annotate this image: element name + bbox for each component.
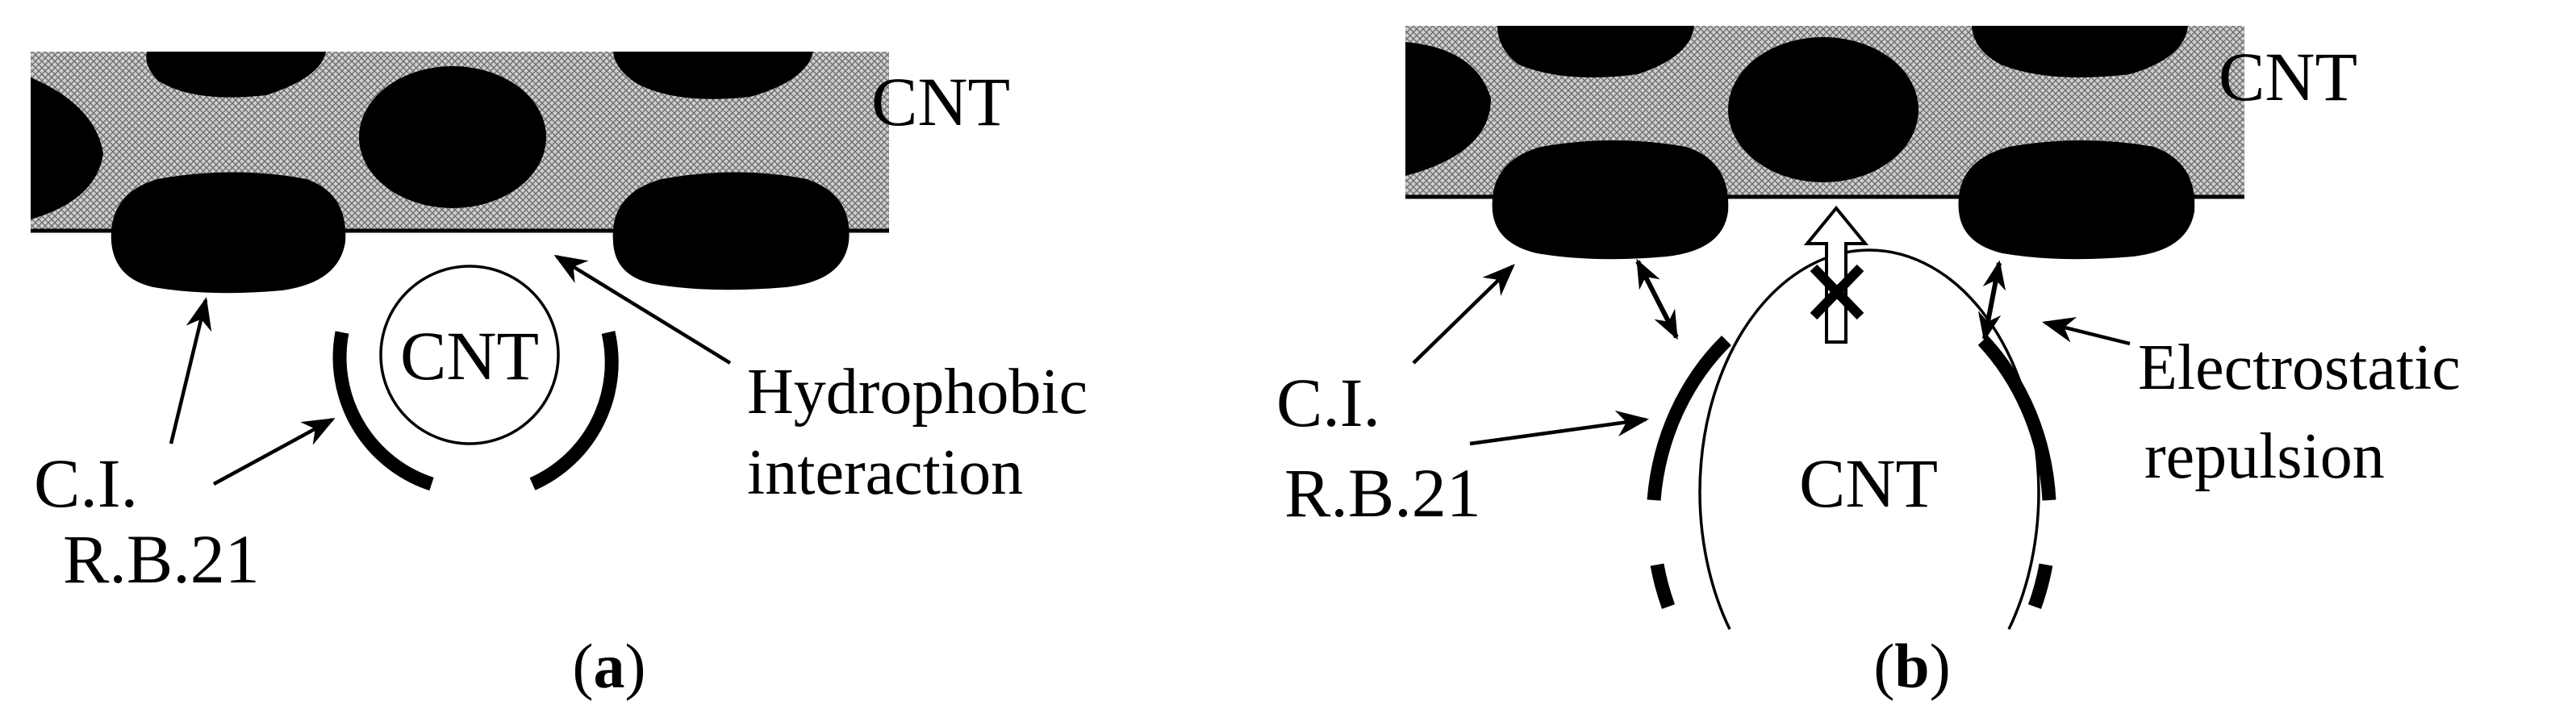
arrow-dye-label-to-blob-b — [1412, 264, 1515, 365]
dye-blobs-a — [31, 52, 850, 294]
repulsion-arrow-right-b — [1977, 260, 2006, 342]
cnt-tube-a — [379, 265, 560, 445]
repulsion-label-line2-b: repulsion — [2144, 421, 2385, 492]
interaction-label-line1-a: Hydrophobic — [747, 357, 1088, 428]
dye-blobs-b — [1405, 26, 2195, 260]
cnt-tube-b — [1698, 248, 2040, 630]
dye-arc-left-a — [332, 331, 434, 491]
dye-arc-right-b — [1977, 336, 2056, 501]
dye-arc-left-b — [1647, 335, 1731, 501]
repulsion-arrow-left-b — [1635, 258, 1679, 340]
dye-label-line2-a: R.B.21 — [63, 520, 260, 598]
caption-b: (b) — [1873, 631, 1950, 701]
dye-blob — [1405, 42, 1491, 176]
dye-arc-right-a — [529, 331, 619, 490]
dye-blob — [1492, 140, 1729, 260]
dye-blob — [1728, 37, 1918, 182]
dye-blob — [31, 77, 103, 219]
dye-blob — [613, 52, 813, 99]
panel-a: CNT CNT C.I. R.B.21 Hydrophobic interact… — [31, 52, 1088, 701]
arrow-dye-label-to-arc-a — [212, 418, 336, 486]
dye-blob — [146, 52, 326, 98]
dye-arc-left-lower-b — [1650, 563, 1676, 609]
dye-blob — [1972, 26, 2188, 77]
dye-blob — [359, 66, 546, 208]
cnt-tube-label-a: CNT — [400, 317, 539, 394]
arrow-dye-label-to-blob-a — [169, 297, 212, 444]
caption-close-a: ) — [625, 631, 646, 701]
arrow-repulsion-label-b — [2042, 317, 2131, 346]
panel-b: CNT CNT C.I. R.B.21 Electrostatic repuls… — [1276, 26, 2461, 701]
cnt-surface-label-a: CNT — [871, 63, 1010, 140]
arrow-dye-label-to-arc-b — [1469, 410, 1650, 446]
arrow-interaction-a — [553, 254, 732, 365]
caption-open-a: ( — [573, 631, 594, 701]
dye-blob — [1958, 140, 2195, 260]
cnt-surface-label-b: CNT — [2219, 38, 2357, 115]
dye-label-line1-a: C.I. — [34, 444, 138, 522]
caption-open-b: ( — [1873, 631, 1894, 701]
dye-label-line1-b: C.I. — [1276, 364, 1380, 441]
caption-a: (a) — [573, 631, 646, 701]
cnt-tube-label-b: CNT — [1799, 444, 1938, 522]
caption-letter-b: b — [1894, 631, 1929, 701]
interaction-label-line2-a: interaction — [747, 437, 1023, 508]
caption-close-b: ) — [1930, 631, 1951, 701]
blocked-arrow-b — [1803, 205, 1869, 344]
dye-blob — [1497, 26, 1694, 77]
blocked-x-icon — [1810, 264, 1864, 320]
caption-letter-a: a — [594, 631, 625, 701]
dye-blob — [612, 172, 850, 290]
repulsion-label-line1-b: Electrostatic — [2138, 332, 2461, 403]
dye-arc-right-lower-b — [2027, 563, 2053, 609]
dye-label-line2-b: R.B.21 — [1284, 454, 1481, 532]
dye-blob — [111, 172, 346, 294]
